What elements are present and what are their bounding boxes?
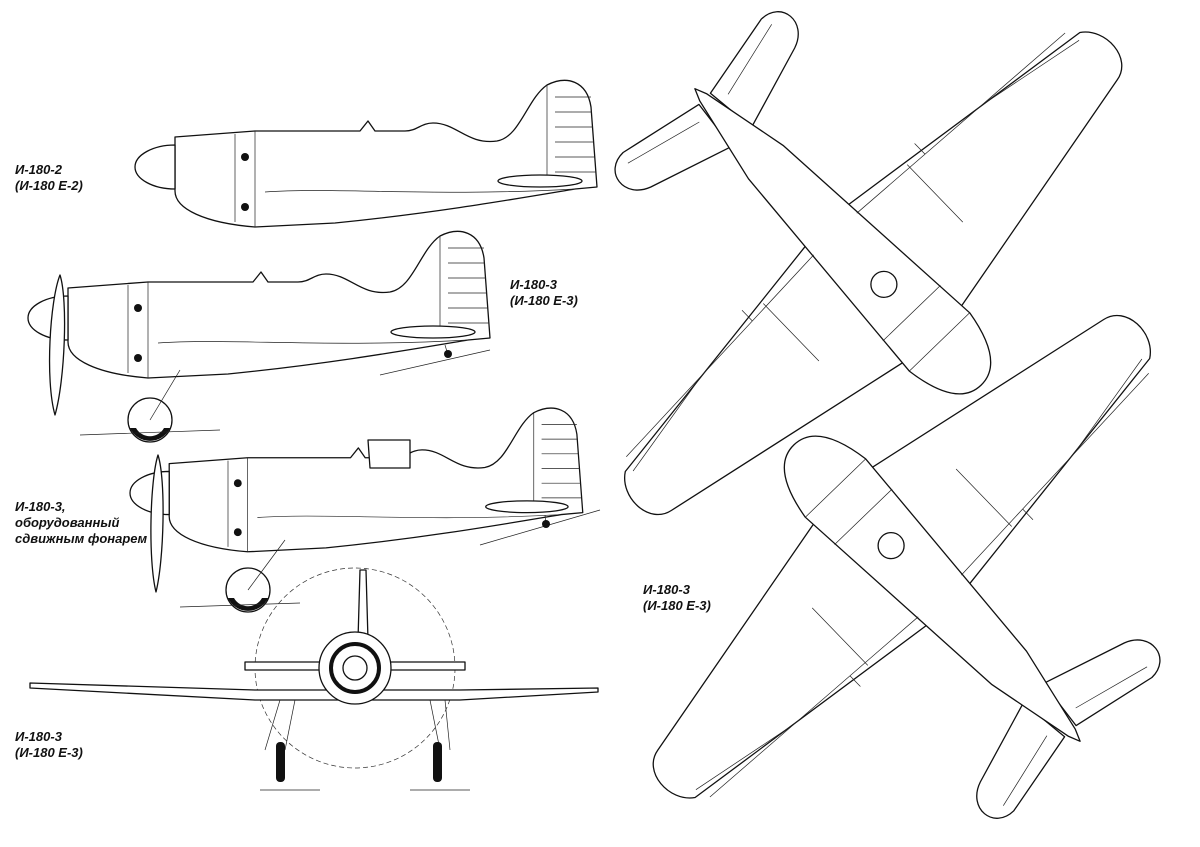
label-line: И-180-2 bbox=[15, 162, 62, 177]
label-plan-views: И-180-3 (И-180 Е-3) bbox=[643, 582, 711, 614]
label-line: И-180-3 bbox=[510, 277, 557, 292]
stabilizer-right bbox=[1042, 639, 1161, 727]
propeller bbox=[48, 274, 66, 416]
fin bbox=[357, 569, 369, 641]
fuselage bbox=[694, 88, 992, 395]
label-line: И-180-3 bbox=[15, 729, 62, 744]
tail-wheel bbox=[444, 350, 452, 358]
side-view-i180-3 bbox=[27, 230, 491, 443]
wing-left bbox=[652, 521, 928, 799]
side-view-i180-2 bbox=[134, 79, 598, 228]
label-line: И-180-3, bbox=[15, 499, 66, 514]
wing-right bbox=[624, 245, 906, 516]
label-line: сдвижным фонарем bbox=[15, 531, 148, 546]
label-side-view-2: И-180-3 (И-180 Е-3) bbox=[510, 277, 578, 309]
label-front-view: И-180-3 (И-180 Е-3) bbox=[15, 729, 83, 761]
cockpit bbox=[870, 270, 898, 299]
stabilizer-right bbox=[614, 103, 733, 191]
label-line: И-180-3 bbox=[643, 582, 690, 597]
tail-wheel bbox=[542, 520, 550, 528]
label-line: (И-180 Е-3) bbox=[510, 293, 578, 308]
stabilizer-left bbox=[976, 702, 1066, 819]
label-line: (И-180 Е-2) bbox=[15, 178, 83, 193]
fuselage bbox=[783, 435, 1081, 742]
wing-right bbox=[869, 314, 1151, 585]
panel-lines bbox=[695, 358, 1149, 806]
label-side-view-1: И-180-2 (И-180 Е-2) bbox=[15, 162, 83, 194]
stabilizer-left bbox=[709, 11, 799, 128]
side-view-i180-3-sliding-canopy bbox=[129, 407, 601, 613]
canopy bbox=[367, 439, 411, 469]
left-wheel bbox=[276, 742, 285, 782]
right-wheel bbox=[433, 742, 442, 782]
bottom-view bbox=[652, 314, 1161, 819]
propeller bbox=[150, 454, 164, 593]
label-line: оборудованный bbox=[15, 515, 120, 530]
spinner bbox=[342, 655, 368, 681]
front-view bbox=[29, 567, 599, 791]
wing bbox=[29, 682, 599, 701]
label-side-view-3: И-180-3, оборудованный сдвижным фонарем bbox=[15, 499, 147, 547]
panel-lines bbox=[626, 24, 1080, 472]
top-view bbox=[614, 11, 1123, 516]
wing-left bbox=[847, 31, 1123, 309]
label-line: (И-180 Е-3) bbox=[15, 745, 83, 760]
cockpit bbox=[877, 531, 905, 560]
label-line: (И-180 Е-3) bbox=[643, 598, 711, 613]
